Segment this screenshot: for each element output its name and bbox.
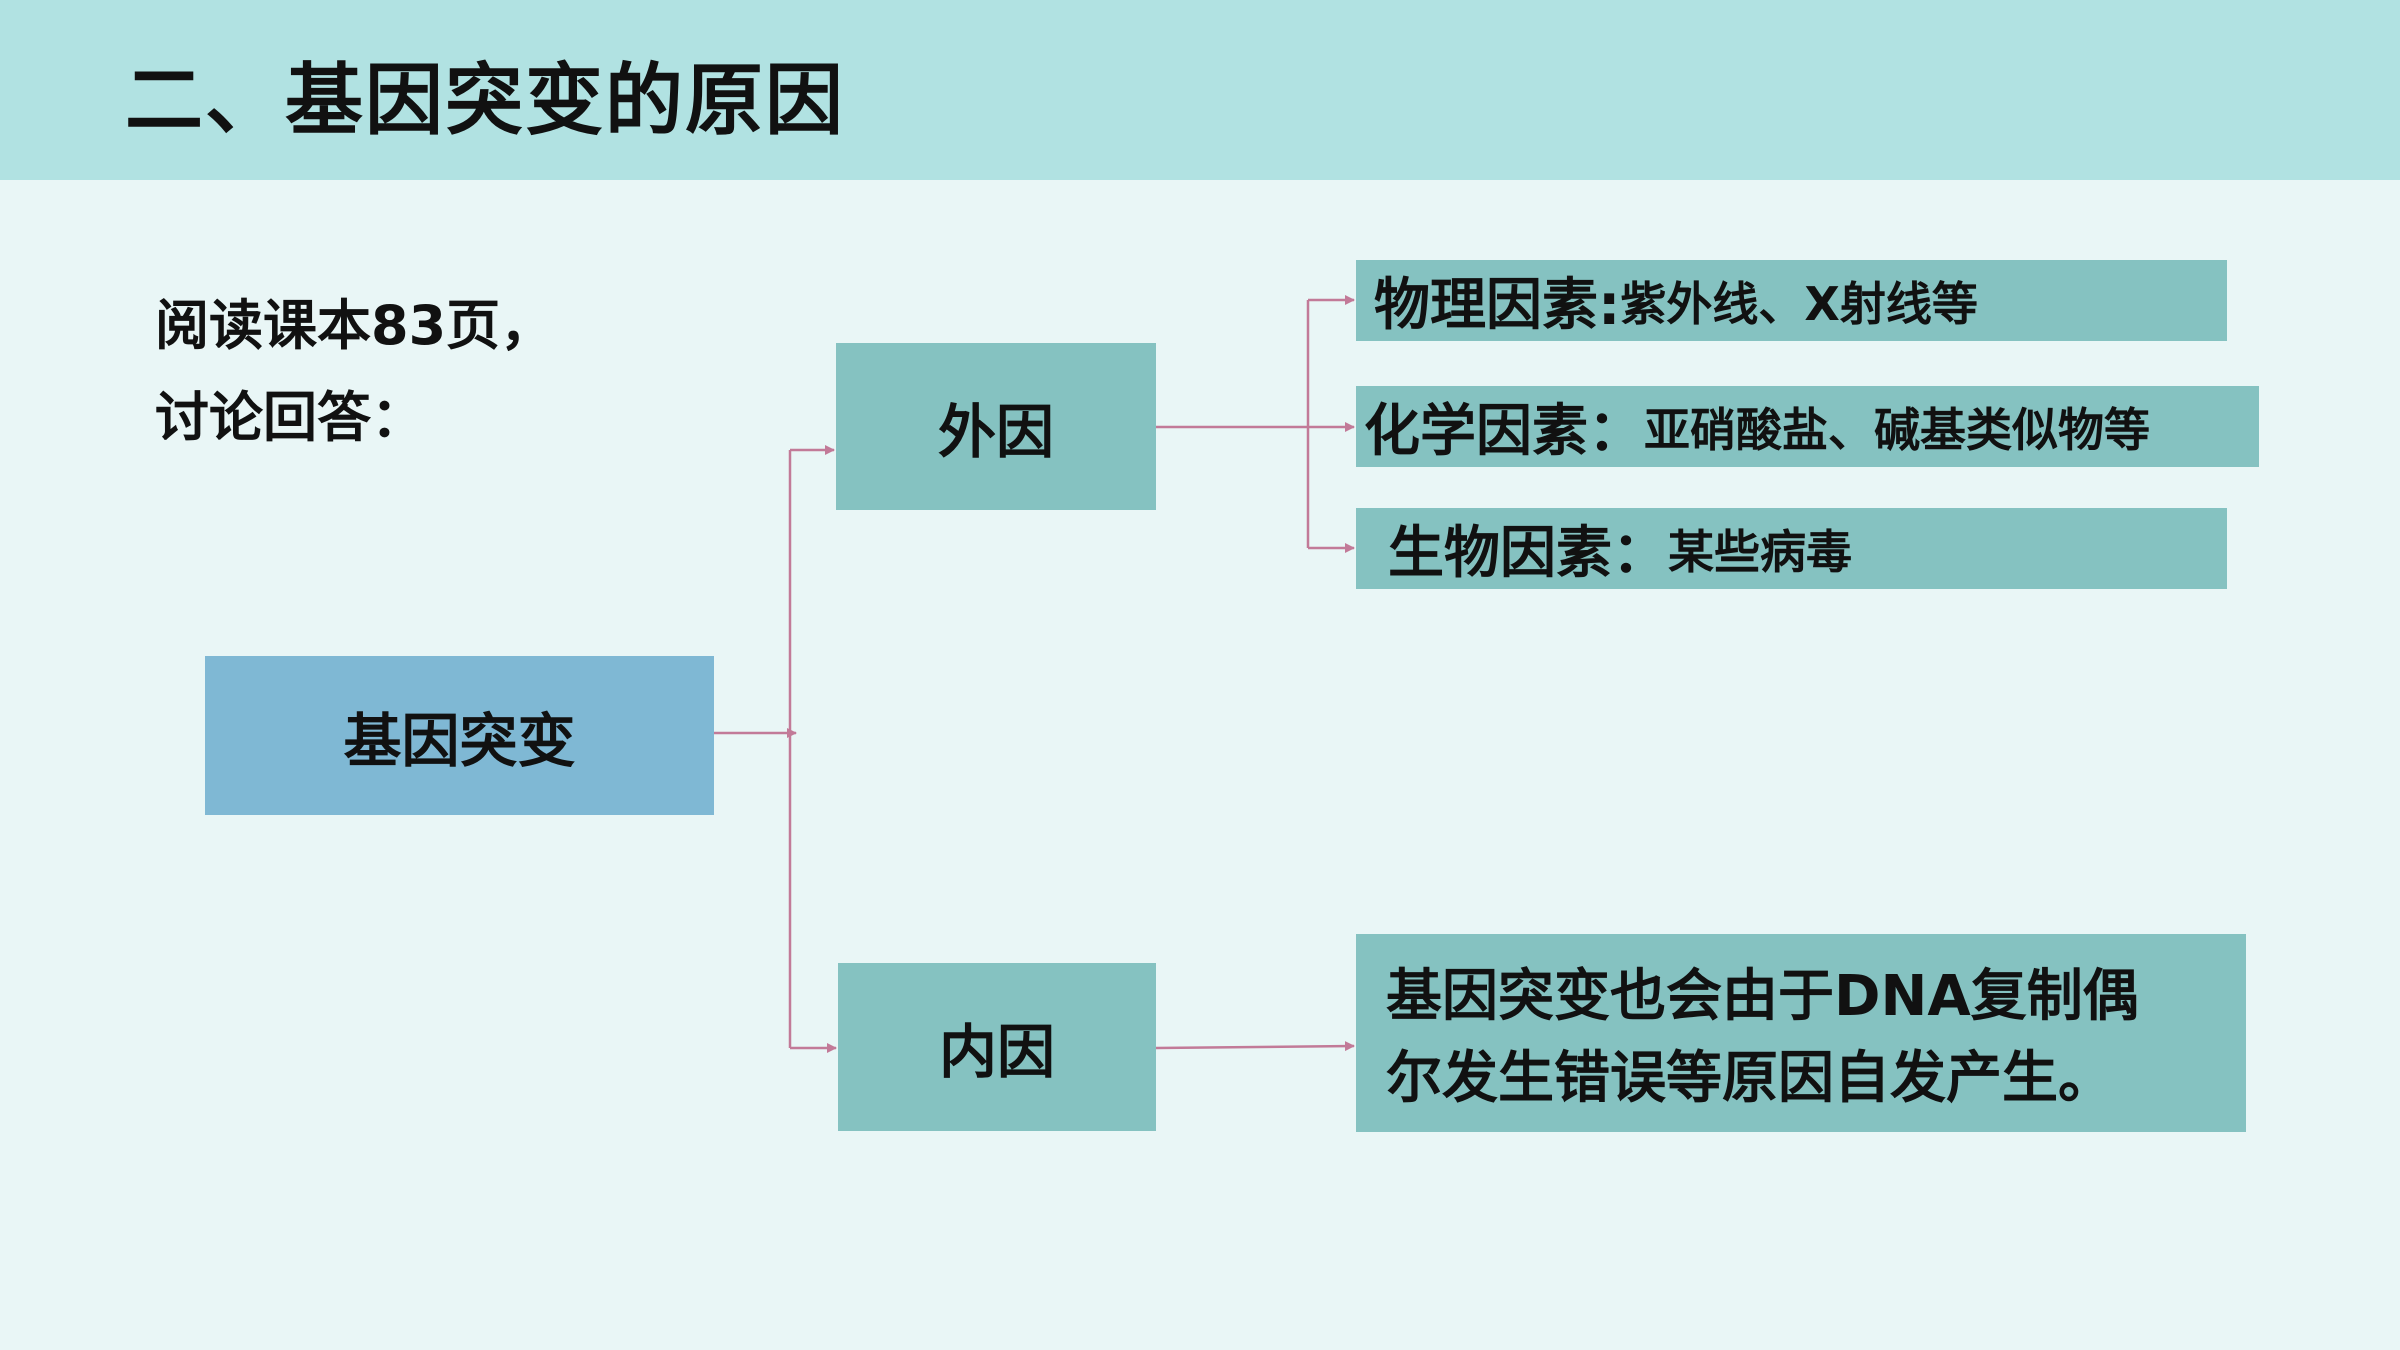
- physical-factor-name: 物理因素:: [1374, 273, 1621, 338]
- page-title: 二、基因突变的原因: [125, 56, 846, 146]
- internal-desc-line-2: 尔发生错误等原因自发产生。: [1386, 1046, 2114, 1111]
- chemical-factor-box: 化学因素： 亚硝酸盐、碱基类似物等: [1356, 386, 2259, 467]
- gene-mutation-box: 基因突变: [205, 656, 714, 815]
- internal-cause-desc-box: 基因突变也会由于DNA复制偶 尔发生错误等原因自发产生。: [1356, 934, 2246, 1132]
- chemical-factor-desc: 亚硝酸盐、碱基类似物等: [1644, 402, 2150, 457]
- biological-factor-box: 生物因素： 某些病毒: [1356, 508, 2227, 589]
- internal-connector: [1155, 1041, 1355, 1052]
- internal-desc-line-1: 基因突变也会由于DNA复制偶: [1386, 964, 2139, 1029]
- external-cause-label: 外因: [937, 397, 1054, 466]
- chemical-factor-name: 化学因素：: [1364, 399, 1644, 464]
- intro-line-2: 讨论回答：: [155, 386, 425, 449]
- external-cause-box: 外因: [836, 343, 1156, 510]
- internal-cause-label: 内因: [938, 1018, 1055, 1086]
- gene-mutation-label: 基因突变: [343, 706, 576, 775]
- internal-cause-box: 内因: [838, 963, 1156, 1131]
- biological-factor-name: 生物因素：: [1388, 521, 1668, 586]
- intro-line-1: 阅读课本83页，: [155, 294, 555, 357]
- header-bar: [0, 0, 2400, 180]
- physical-factor-box: 物理因素: 紫外线、X射线等: [1356, 260, 2227, 341]
- intro-text: 阅读课本83页， 讨论回答：: [155, 280, 554, 464]
- physical-factor-desc: 紫外线、X射线等: [1620, 276, 1978, 331]
- biological-factor-desc: 某些病毒: [1668, 524, 1852, 579]
